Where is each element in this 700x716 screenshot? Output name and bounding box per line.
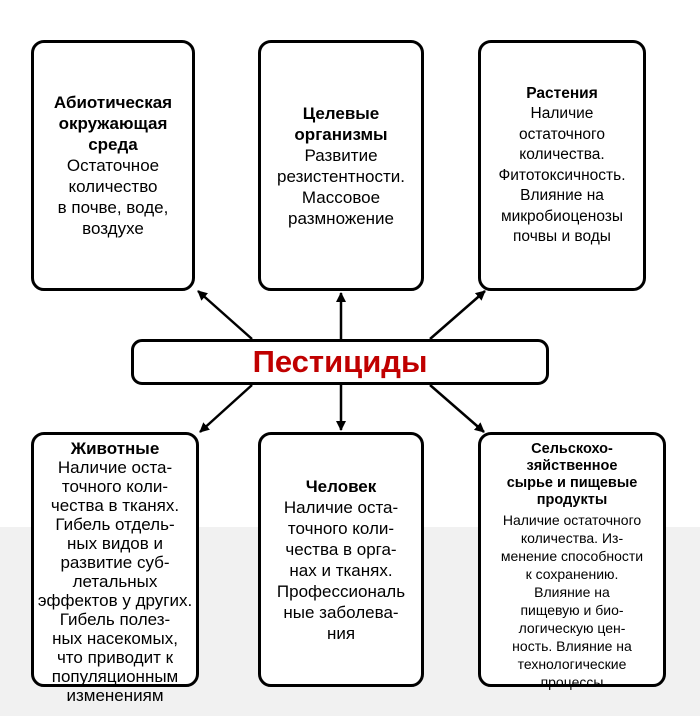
box-animals: Животные Наличие оста-точного коли-честв… [31, 432, 199, 705]
arrow-to-abiotic [197, 290, 253, 340]
arrow-to-plants [429, 290, 486, 340]
box-title: Человек [305, 476, 377, 496]
box-title: Растения [526, 84, 598, 102]
arrow-to-agri [429, 384, 485, 433]
center-label: Пестициды [252, 344, 428, 379]
box-human: Человек Наличие оста-точного коли-чества… [258, 432, 424, 687]
box-text: Наличие оста-точного коли-чества в орга-… [276, 497, 406, 643]
box-text: Наличие оста-точного коли-чества в тканя… [37, 458, 193, 705]
box-title: Животные [70, 439, 160, 458]
arrow-to-animals [199, 384, 253, 433]
center-pesticides-box: Пестициды [131, 339, 549, 385]
